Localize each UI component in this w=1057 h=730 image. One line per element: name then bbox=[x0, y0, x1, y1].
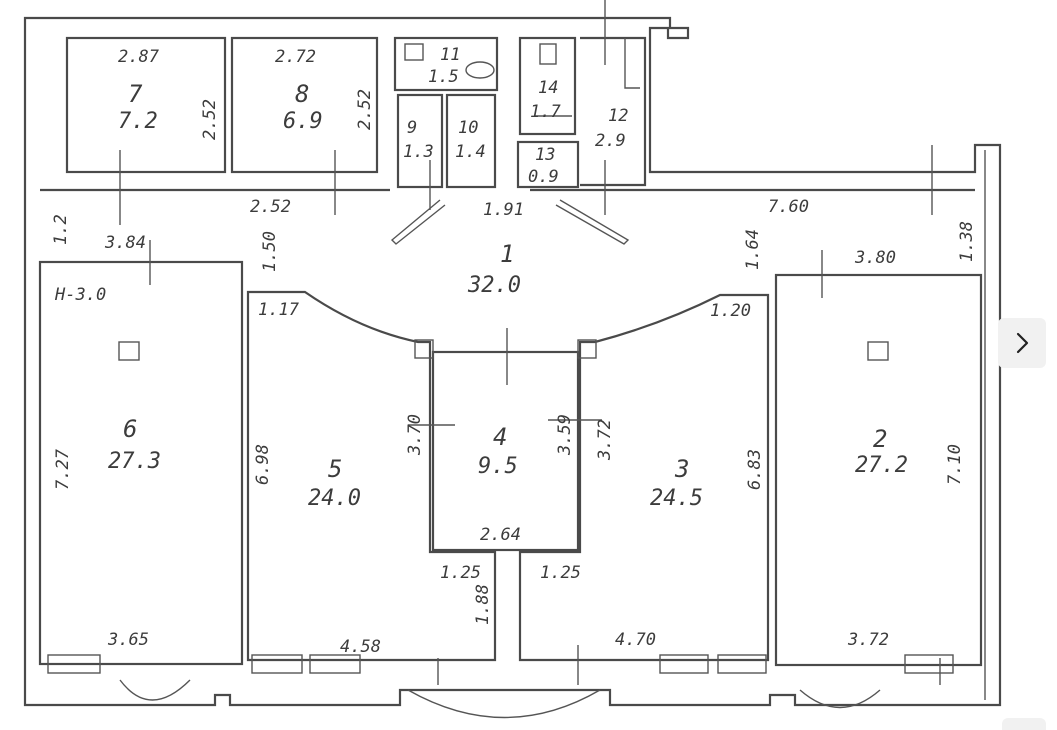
dim-384: 3.84 bbox=[104, 233, 146, 253]
bay-window bbox=[119, 679, 191, 701]
room-10-walls bbox=[445, 93, 497, 189]
dim-corridor-252: 2.52 bbox=[250, 197, 291, 217]
dim-710: 7.10 bbox=[945, 444, 965, 485]
room-10-number: 10 bbox=[458, 118, 478, 138]
dim-150: 1.50 bbox=[260, 231, 280, 272]
dimension-ticks bbox=[119, 0, 941, 685]
room-3-walls bbox=[518, 293, 770, 662]
room-4-number: 4 bbox=[493, 423, 507, 451]
dim-365: 3.65 bbox=[107, 630, 149, 650]
room-5-number: 5 bbox=[328, 455, 342, 483]
room-3-area: 24.5 bbox=[650, 486, 703, 511]
dim-698: 6.98 bbox=[253, 444, 273, 485]
room-6-area: 27.3 bbox=[108, 449, 161, 474]
room-7-walls bbox=[65, 36, 227, 174]
room-8-area: 6.9 bbox=[283, 109, 323, 134]
dim-corridor-191: 1.91 bbox=[483, 200, 524, 220]
door-swing bbox=[390, 199, 630, 245]
room-13-number: 13 bbox=[535, 145, 555, 165]
vent-square bbox=[867, 341, 889, 361]
dim-372-bottom: 3.72 bbox=[847, 630, 889, 650]
room-1-area: 32.0 bbox=[467, 273, 521, 298]
room-14-area: 1.7 bbox=[530, 102, 561, 122]
bottom-right-control[interactable] bbox=[1002, 718, 1046, 730]
room-12-area: 2.9 bbox=[595, 131, 626, 151]
room-6-number: 6 bbox=[123, 415, 137, 443]
dim-470: 4.70 bbox=[615, 630, 656, 650]
room-2-area: 27.2 bbox=[855, 453, 908, 478]
dim-372-vertical: 3.72 bbox=[595, 419, 615, 461]
room-1-number: 1 bbox=[500, 240, 514, 268]
dim-370: 3.70 bbox=[405, 414, 425, 456]
room-12-walls bbox=[580, 36, 647, 187]
room-9-walls bbox=[396, 93, 444, 189]
ceiling-height: H-3.0 bbox=[54, 285, 106, 305]
room-11-area: 1.5 bbox=[428, 67, 459, 87]
dim-458: 4.58 bbox=[340, 637, 381, 657]
outer-wall bbox=[23, 16, 1002, 707]
column bbox=[577, 339, 597, 359]
dim-727: 7.27 bbox=[53, 448, 73, 490]
room-9-area: 1.3 bbox=[403, 142, 434, 162]
room-2-number: 2 bbox=[873, 425, 887, 453]
room-4-walls bbox=[431, 350, 580, 552]
room-14-walls bbox=[518, 36, 577, 136]
room-5-area: 24.0 bbox=[308, 486, 361, 511]
dim-corridor-760: 7.60 bbox=[768, 197, 809, 217]
room-8-number: 8 bbox=[295, 80, 309, 108]
dim-683: 6.83 bbox=[745, 449, 765, 490]
next-image-button[interactable] bbox=[998, 318, 1046, 368]
column bbox=[414, 339, 434, 359]
dim-117: 1.17 bbox=[258, 300, 300, 320]
room-12-number: 12 bbox=[608, 106, 628, 126]
dim-120: 1.20 bbox=[710, 301, 751, 321]
dim-125-right: 1.25 bbox=[540, 563, 581, 583]
room-11-number: 11 bbox=[440, 45, 460, 65]
room-5-walls bbox=[246, 290, 497, 662]
room-13-area: 0.9 bbox=[528, 167, 559, 187]
room-4-area: 9.5 bbox=[478, 454, 518, 479]
room-3-number: 3 bbox=[674, 455, 689, 483]
dim-room7-width: 2.87 bbox=[118, 47, 160, 67]
dim-room8-height: 2.52 bbox=[355, 89, 375, 130]
room-2-walls bbox=[774, 273, 983, 667]
room-10-area: 1.4 bbox=[455, 142, 486, 162]
dim-125-left: 1.25 bbox=[440, 563, 481, 583]
dim-164: 1.64 bbox=[743, 229, 763, 270]
dim-room7-height: 2.52 bbox=[200, 99, 220, 140]
chevron-right-icon bbox=[1016, 332, 1029, 354]
room-13-walls bbox=[516, 140, 580, 189]
room-11-walls bbox=[393, 36, 499, 92]
bay-window bbox=[407, 689, 601, 719]
dim-188: 1.88 bbox=[473, 584, 493, 625]
dim-359: 3.59 bbox=[555, 414, 575, 456]
dim-380: 3.80 bbox=[854, 248, 896, 268]
dim-room8-width: 2.72 bbox=[275, 47, 316, 67]
dim-12: 1.2 bbox=[51, 214, 71, 245]
dim-138: 1.38 bbox=[957, 221, 977, 262]
room-9-number: 9 bbox=[407, 118, 417, 138]
room-14-number: 14 bbox=[538, 78, 558, 98]
room-7-area: 7.2 bbox=[118, 109, 158, 134]
vent-square bbox=[118, 341, 140, 361]
sanitary-fixtures bbox=[404, 43, 557, 79]
window-sills bbox=[47, 654, 954, 674]
dim-264: 2.64 bbox=[480, 525, 521, 545]
room-6-walls bbox=[38, 260, 244, 666]
bay-window bbox=[799, 689, 881, 709]
room-8-walls bbox=[230, 36, 379, 174]
room-7-number: 7 bbox=[128, 80, 143, 108]
